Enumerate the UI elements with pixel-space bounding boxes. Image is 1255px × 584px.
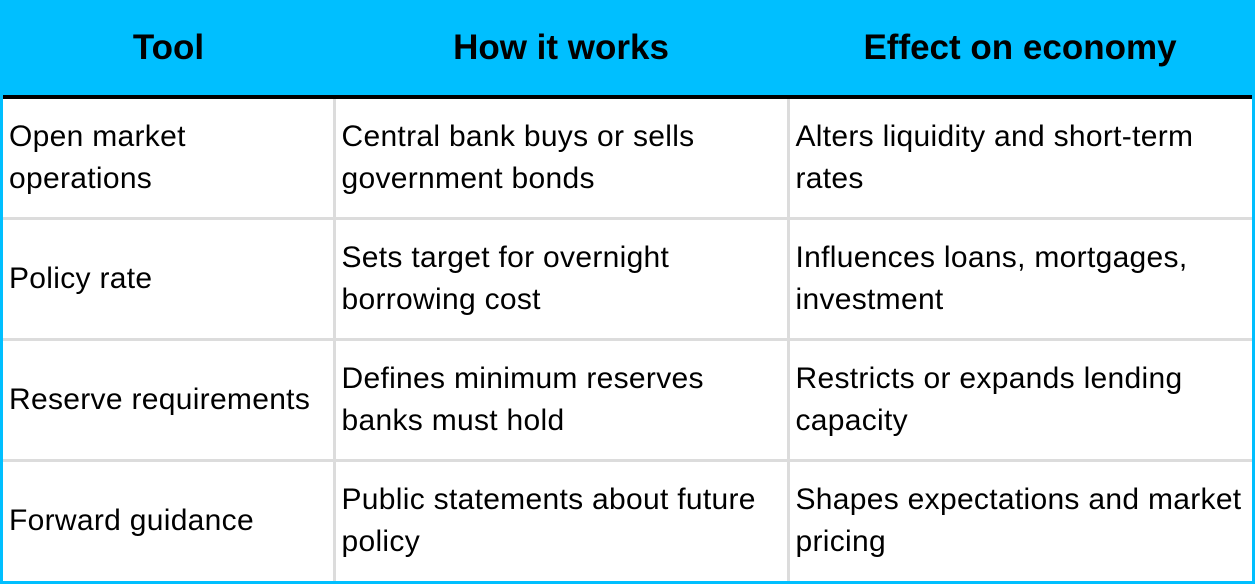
monetary-policy-tools-table: Tool How it works Effect on economy Open… — [3, 0, 1252, 581]
table-body: Open market operations Central bank buys… — [3, 97, 1252, 581]
table-row: Forward guidance Public statements about… — [3, 460, 1252, 581]
cell-how-it-works: Public statements about future policy — [334, 460, 790, 581]
header-row: Tool How it works Effect on economy — [3, 0, 1252, 99]
cell-how-it-works: Central bank buys or sells government bo… — [334, 97, 790, 220]
cell-how-it-works: Sets target for overnight borrowing cost — [334, 218, 790, 341]
header-effect-on-economy: Effect on economy — [788, 0, 1252, 99]
header-tool: Tool — [3, 0, 334, 99]
cell-effect: Shapes expectations and market pricing — [795, 483, 1242, 559]
cell-tool: Policy rate — [3, 218, 336, 341]
cell-effect: Restricts or expands lending capacity — [788, 339, 1252, 462]
cell-tool: Reserve requirements — [3, 339, 336, 462]
header-how-it-works: How it works — [334, 0, 788, 99]
cell-tool: Open market operations — [3, 97, 336, 220]
cell-how-it-works: Defines minimum reserves banks must hold — [334, 339, 790, 462]
table-header: Tool How it works Effect on economy — [3, 0, 1252, 99]
table-row: Reserve requirements Defines minimum res… — [3, 339, 1252, 462]
cell-tool: Forward guidance — [3, 460, 336, 581]
table-row: Open market operations Central bank buys… — [3, 97, 1252, 220]
cell-effect: Alters liquidity and short-term rates — [788, 97, 1252, 220]
table-row: Policy rate Sets target for overnight bo… — [3, 218, 1252, 341]
cell-effect: Influences loans, mortgages, investment — [788, 218, 1252, 341]
